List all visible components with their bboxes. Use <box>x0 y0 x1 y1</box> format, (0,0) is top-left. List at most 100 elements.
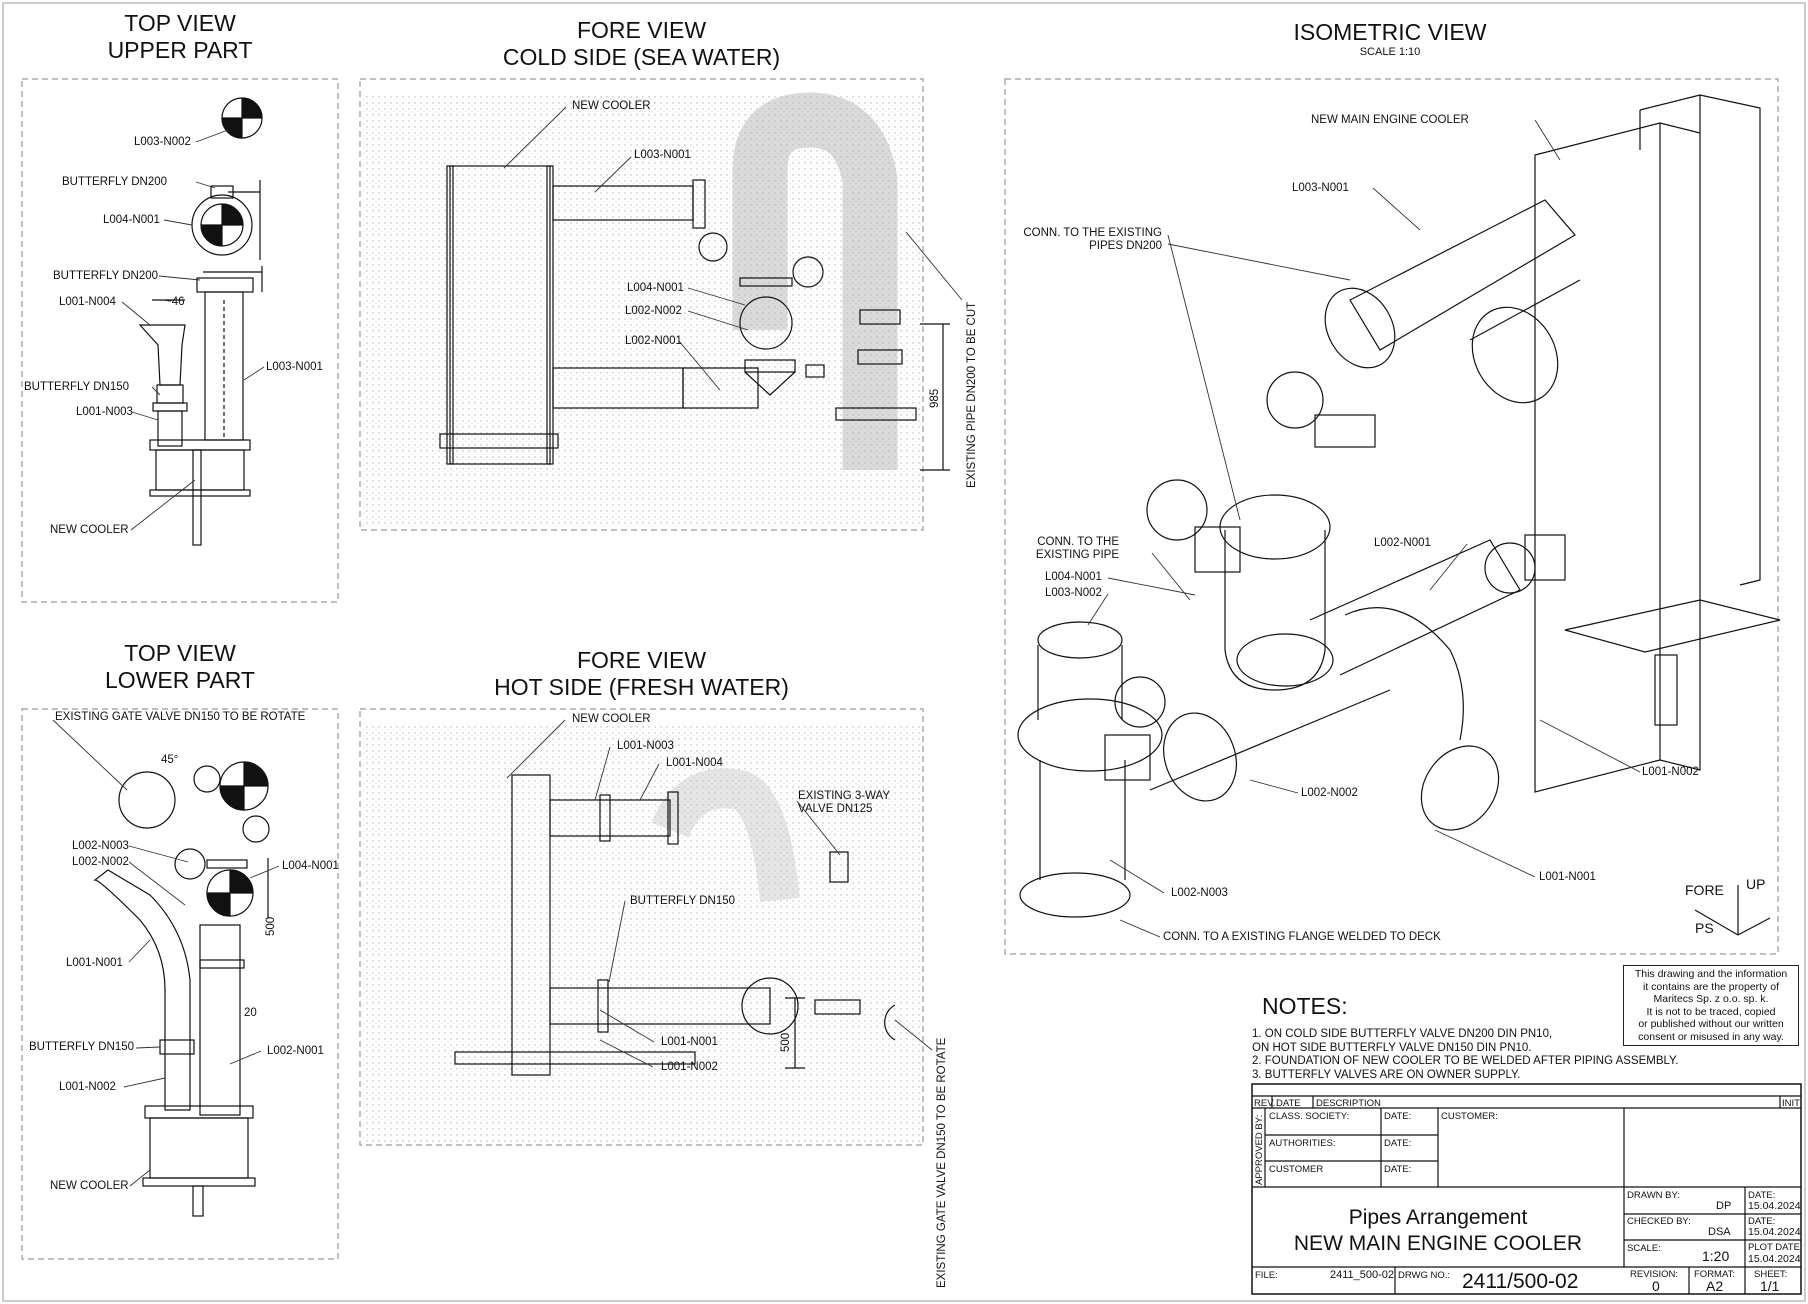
tb-drawn-by-value: DP <box>1716 1200 1732 1212</box>
dimension-46: ~46 <box>165 296 185 308</box>
label-l001-n002: L001-N002 <box>661 1061 718 1073</box>
tb-revision: REVISION: <box>1630 1269 1679 1280</box>
tb-checked-by: CHECKED BY: <box>1627 1216 1691 1227</box>
dimension-500: 500 <box>265 916 277 936</box>
label-l001-n004: L001-N004 <box>666 757 723 769</box>
tb-format: FORMAT: <box>1694 1269 1735 1280</box>
label-l003-n001: L003-N001 <box>634 149 691 161</box>
label-l001-n003: L001-N003 <box>76 406 133 418</box>
label-l001-n001: L001-N001 <box>1539 871 1596 883</box>
property-notice: This drawing and the information it cont… <box>1623 965 1799 1046</box>
tb-scale: SCALE: <box>1627 1243 1661 1254</box>
tb-sheet: SHEET: <box>1754 1269 1788 1280</box>
dimension-20: 20 <box>244 1007 257 1019</box>
label-butterfly-dn150: BUTTERFLY DN150 <box>29 1041 135 1053</box>
note-gate-valve-rotate: EXISTING GATE VALVE DN150 TO BE ROTATE <box>55 711 306 723</box>
label-new-cooler: NEW COOLER <box>50 524 129 536</box>
label-butterfly-dn150: BUTTERFLY DN150 <box>630 895 736 907</box>
tb-drawn-date: 15.04.2024 <box>1748 1200 1801 1212</box>
tb-format-value: A2 <box>1706 1278 1724 1294</box>
label-l004-n001: L004-N001 <box>103 214 160 226</box>
orientation-ps: PS <box>1695 920 1714 936</box>
tb-approved-by: APPROVED BY: <box>1254 1114 1265 1185</box>
tb-date-3: DATE: <box>1384 1164 1412 1175</box>
tb-init: INIT <box>1782 1098 1800 1109</box>
tb-description: DESCRIPTION <box>1316 1098 1381 1109</box>
label-l002-n003: L002-N003 <box>72 840 129 852</box>
note-2: 2. FOUNDATION OF NEW COOLER TO BE WELDED… <box>1252 1055 1679 1067</box>
tb-authorities: AUTHORITIES: <box>1269 1138 1336 1149</box>
dimension-500: 500 <box>780 1032 792 1052</box>
label-new-cooler: NEW COOLER <box>50 1180 129 1192</box>
tb-drwg-no: DRWG NO.: <box>1398 1270 1451 1281</box>
label-butterfly-dn200: BUTTERFLY DN200 <box>53 270 159 282</box>
label-l002-n001: L002-N001 <box>625 335 682 347</box>
tb-revision-value: 0 <box>1652 1278 1660 1294</box>
label-l003-n001: L003-N001 <box>266 361 323 373</box>
label-l001-n001: L001-N001 <box>661 1036 718 1048</box>
label-l001-n002: L001-N002 <box>1642 766 1699 778</box>
orientation-up: UP <box>1746 876 1766 892</box>
label-l004-n001: L004-N001 <box>627 282 684 294</box>
tb-customer: CUSTOMER <box>1269 1164 1324 1175</box>
tb-sheet-value: 1/1 <box>1760 1278 1780 1294</box>
notes-list: 1. ON COLD SIDE BUTTERFLY VALVE DN200 DI… <box>1252 1028 1678 1082</box>
tb-checked-by-value: DSA <box>1708 1226 1731 1238</box>
label-l004-n001: L004-N001 <box>282 860 339 872</box>
label-l004-n001: L004-N001 <box>1045 571 1102 583</box>
tb-file-value: 2411_500-02 <box>1330 1269 1395 1281</box>
note-gate-valve-rotate: EXISTING GATE VALVE DN150 TO BE ROTATE <box>936 1037 948 1288</box>
label-l002-n001: L002-N001 <box>1374 537 1431 549</box>
tb-class-society: CLASS. SOCIETY: <box>1269 1111 1350 1122</box>
label-l001-n004: L001-N004 <box>59 296 116 308</box>
label-butterfly-dn150: BUTTERFLY DN150 <box>24 381 130 393</box>
label-l002-n002: L002-N002 <box>1301 787 1358 799</box>
tb-date-1: DATE: <box>1384 1111 1412 1122</box>
notes-title: NOTES: <box>1262 993 1348 1019</box>
tb-customer-label: CUSTOMER: <box>1441 1111 1498 1122</box>
label-l002-n001: L002-N001 <box>267 1045 324 1057</box>
note-1: 1. ON COLD SIDE BUTTERFLY VALVE DN200 DI… <box>1252 1028 1553 1040</box>
tb-drwg-value: 2411/500-02 <box>1462 1270 1579 1293</box>
angle-45: 45° <box>161 754 179 766</box>
tb-plot-date-value: 15.04.2024 <box>1748 1253 1801 1265</box>
label-l003-n001: L003-N001 <box>1292 182 1349 194</box>
label-new-cooler: NEW COOLER <box>572 100 651 112</box>
label-butterfly-dn200: BUTTERFLY DN200 <box>62 176 168 188</box>
label-l002-n003: L002-N003 <box>1171 887 1228 899</box>
tb-checked-date: 15.04.2024 <box>1748 1226 1801 1238</box>
label-new-main-engine-cooler: NEW MAIN ENGINE COOLER <box>1311 114 1469 126</box>
label-l001-n003: L001-N003 <box>617 740 674 752</box>
label-l001-n001: L001-N001 <box>66 957 123 969</box>
label-l002-n002: L002-N002 <box>72 856 129 868</box>
note-pipe-to-be-cut: EXISTING PIPE DN200 TO BE CUT <box>966 301 978 488</box>
label-new-cooler: NEW COOLER <box>572 713 651 725</box>
tb-drawn-by: DRAWN BY: <box>1627 1190 1680 1201</box>
dimension-985: 985 <box>929 388 941 408</box>
tb-rev: REV. <box>1254 1098 1276 1109</box>
note-3: 3. BUTTERFLY VALVES ARE ON OWNER SUPPLY. <box>1252 1068 1521 1081</box>
isometric-scale: SCALE 1:10 <box>1359 46 1421 58</box>
drawing-title-2: NEW MAIN ENGINE COOLER <box>1293 1232 1583 1255</box>
tb-date: DATE <box>1276 1098 1301 1109</box>
label-conn-flange-deck: CONN. TO A EXISTING FLANGE WELDED TO DEC… <box>1163 931 1441 943</box>
orientation-fore: FORE <box>1685 882 1724 898</box>
label-l003-n002: L003-N002 <box>134 136 191 148</box>
tb-date-2: DATE: <box>1384 1138 1412 1149</box>
tb-file: FILE: <box>1255 1270 1278 1281</box>
drawing-title-1: Pipes Arrangement <box>1348 1206 1528 1229</box>
label-l001-n002: L001-N002 <box>59 1081 116 1093</box>
tb-date-checked: DATE: <box>1748 1216 1776 1227</box>
note-1b: ON HOT SIDE BUTTERFLY VALVE DN150 DIN PN… <box>1252 1041 1532 1054</box>
isometric-title: ISOMETRIC VIEW <box>1293 19 1487 45</box>
label-l003-n002: L003-N002 <box>1045 587 1102 599</box>
